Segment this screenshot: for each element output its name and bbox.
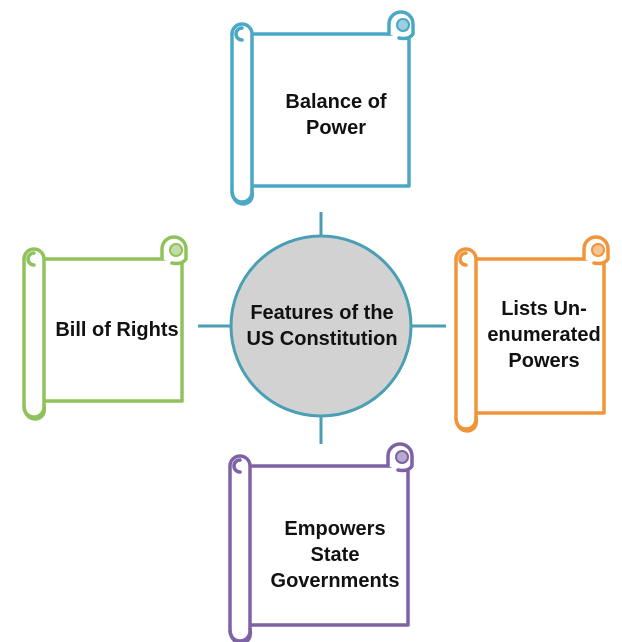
scroll-left-roll — [228, 454, 252, 642]
scroll-curl-knob — [169, 243, 183, 257]
scroll-curl-knob — [396, 18, 410, 32]
scroll-curl-knob — [591, 243, 605, 257]
center-label: Features of the US Constitution — [246, 302, 398, 350]
scroll-bottom-label: Empowers State Governments — [270, 518, 400, 592]
scroll-curl-knob — [395, 450, 409, 464]
scroll-bottom-roll — [230, 188, 255, 206]
scroll-left-label: Bill of Rights — [55, 319, 179, 341]
scroll-bottom-roll — [454, 415, 479, 433]
scroll-left-curl — [26, 251, 36, 267]
center-circle — [229, 234, 413, 418]
scroll-top-label: Balance of Power — [285, 91, 387, 139]
scroll-bottom-roll — [22, 403, 47, 421]
scroll-left-curl — [458, 251, 468, 267]
scroll-left-curl — [234, 26, 244, 42]
scroll-bottom — [228, 442, 414, 642]
scroll-left-roll — [230, 22, 254, 204]
scroll-left-curl — [232, 458, 242, 474]
scroll-left — [22, 235, 188, 421]
scroll-right-label: Lists Un- enumerated Powers — [487, 298, 601, 372]
scroll-right — [454, 235, 610, 433]
scroll-top — [230, 10, 415, 206]
scroll-bottom-roll — [228, 627, 253, 642]
